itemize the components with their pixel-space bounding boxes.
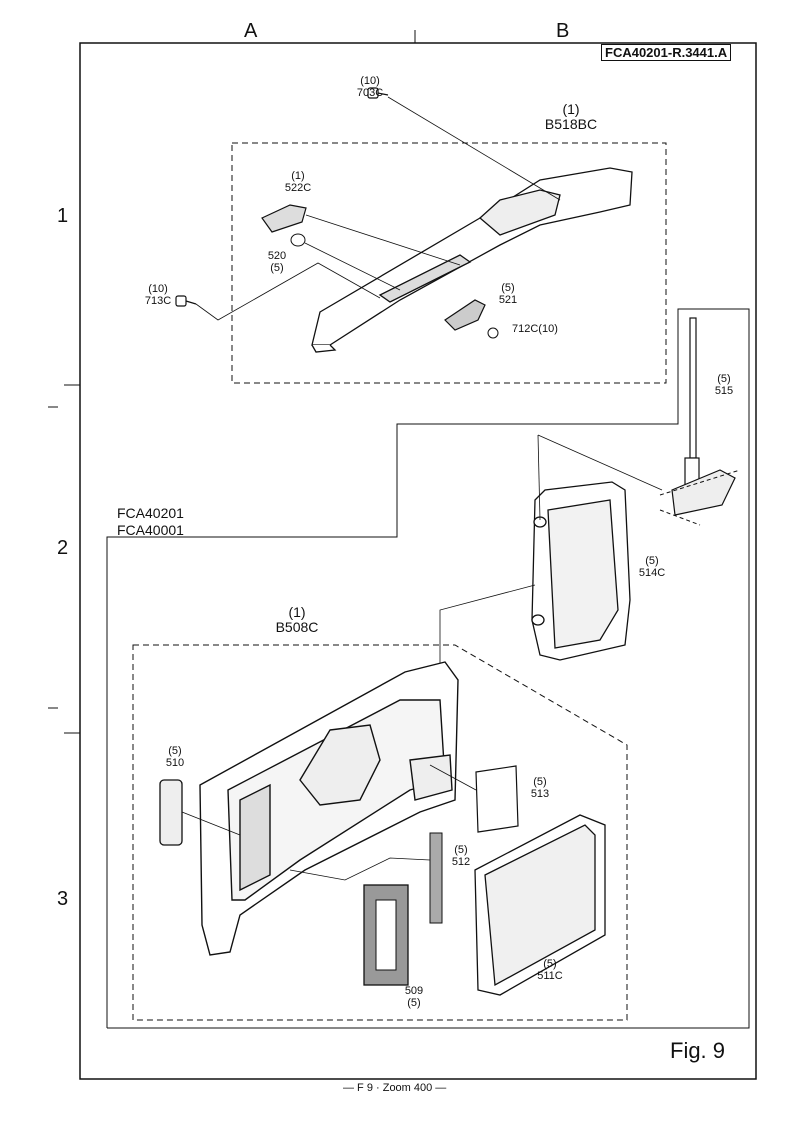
group-box-b508c (132, 644, 628, 1021)
page-frame (79, 42, 757, 1080)
model-fca40001: FCA40001 (117, 522, 184, 538)
leader-522c (305, 214, 461, 266)
part-512 (429, 832, 443, 924)
part-label-515: (5)515 (714, 373, 734, 397)
leader-514c (439, 584, 536, 675)
screw-713c (175, 295, 197, 307)
part-label-712c: 712C(10) (512, 323, 558, 335)
part-521 (444, 299, 486, 331)
part-513 (475, 765, 519, 833)
part-label-510: (5)510 (165, 745, 185, 769)
part-510 (159, 779, 183, 846)
model-list: FCA40201 FCA40001 (117, 505, 184, 539)
part-label-520: 520(5) (267, 250, 287, 274)
model-fca40201: FCA40201 (117, 505, 184, 521)
screw-712c (487, 327, 499, 339)
group-label-b518bc: (1)B518BC (544, 101, 598, 132)
leader-520 (304, 242, 401, 291)
model-outline (106, 308, 750, 1029)
row-label-3: 3 (57, 888, 69, 910)
part-520 (290, 233, 306, 247)
figure-label: Fig. 9 (670, 1038, 726, 1063)
part-label-703c: (10)703C (356, 75, 384, 99)
row-label-2: 2 (57, 537, 69, 559)
group-box-b518bc (231, 142, 667, 384)
part-label-511c: (5)511C (537, 958, 563, 982)
column-label-a: A (244, 20, 258, 42)
part-label-522c: (1)522C (284, 170, 312, 194)
part-label-521: (5)521 (498, 282, 518, 306)
door-frame-b508c (199, 661, 459, 956)
leader-703c (387, 96, 561, 201)
cover-514c (531, 481, 631, 661)
part-label-513: (5)513 (530, 776, 550, 800)
leader-713c (195, 262, 381, 321)
part-label-713c: (10)713C (144, 283, 172, 307)
row-label-1: 1 (57, 205, 69, 227)
screw-703c (367, 87, 389, 99)
page-footer: — F 9 · Zoom 400 — (343, 1082, 447, 1094)
group-label-b508c: (1)B508C (275, 604, 319, 635)
document-id: FCA40201-R.3441.A (601, 44, 732, 61)
column-label-b: B (556, 20, 570, 42)
part-511c (474, 814, 606, 996)
part-label-509: 509(5) (404, 985, 424, 1009)
handle-assembly (311, 167, 633, 353)
rod-515 (671, 317, 736, 516)
part-label-512: (5)512 (451, 844, 471, 868)
part-522c (261, 204, 307, 233)
part-label-514c: (5)514C (638, 555, 666, 579)
